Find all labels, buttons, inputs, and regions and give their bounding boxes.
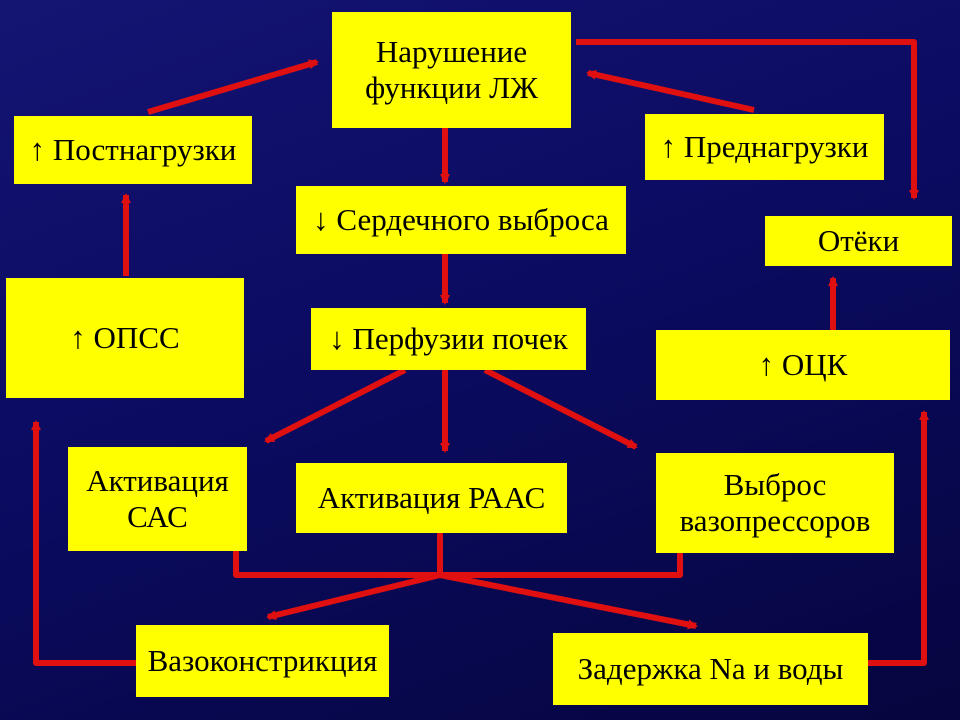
node-vasoconstriction: Вазоконстрикция bbox=[136, 625, 389, 697]
node-edema: Отёки bbox=[765, 216, 952, 266]
node-vasopressors: Выброс вазопрессоров bbox=[656, 453, 894, 553]
arrow-to-na-retention bbox=[439, 572, 698, 630]
node-raas-activation: Активация РААС bbox=[296, 463, 567, 533]
arrow-perfusion-to-vasopressors bbox=[483, 367, 638, 450]
arrow-afterload-to-lv bbox=[147, 59, 319, 115]
node-preload: ↑ Преднагрузки bbox=[645, 114, 884, 180]
arrow-to-vasoconstriction bbox=[266, 572, 441, 620]
node-ock: ↑ ОЦК bbox=[656, 330, 950, 400]
arrow-perfusion-to-sas bbox=[264, 367, 407, 444]
arrow-vasoconstriction-to-opss bbox=[31, 420, 136, 666]
collector-sas bbox=[233, 551, 440, 578]
collector-vasopressors bbox=[440, 553, 683, 578]
node-lv-dysfunction: Нарушение функции ЛЖ bbox=[332, 12, 571, 128]
arrow-lv-to-edema bbox=[576, 39, 919, 200]
node-cardiac-output: ↓ Сердечного выброса bbox=[296, 186, 626, 254]
node-opss: ↑ ОПСС bbox=[6, 278, 244, 398]
arrow-preload-to-lv bbox=[586, 69, 755, 113]
node-na-water-retention: Задержка Na и воды bbox=[553, 633, 868, 705]
node-sas-activation: Активация САС bbox=[68, 447, 247, 551]
arrow-retention-to-ock bbox=[868, 410, 929, 666]
node-afterload: ↑ Постнагрузки bbox=[14, 116, 252, 184]
node-renal-perfusion: ↓ Перфузии почек bbox=[311, 308, 586, 370]
